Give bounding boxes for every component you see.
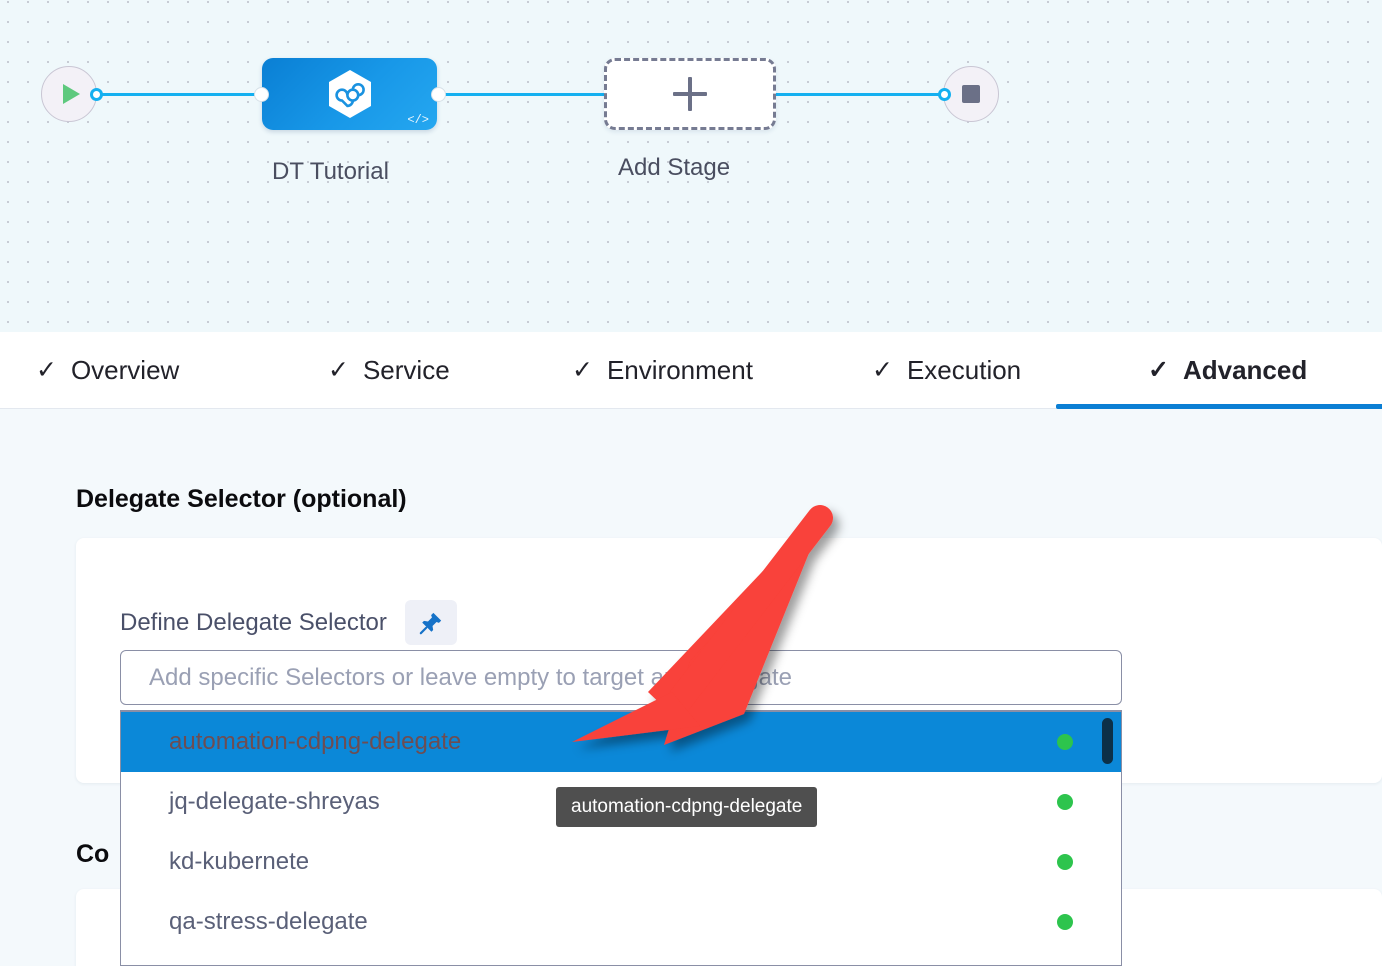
dropdown-scrollbar-thumb[interactable] (1102, 718, 1113, 764)
check-icon: ✓ (36, 356, 57, 384)
dropdown-option-jq-delegate-shreyas[interactable]: jq-delegate-shreyas (121, 772, 1121, 832)
add-stage-node[interactable] (604, 58, 776, 130)
stop-icon (962, 85, 980, 103)
end-port (938, 88, 951, 101)
plus-icon-vertical (688, 77, 692, 111)
tab-environment-label: Environment (606, 355, 753, 385)
delegate-status-dot-connected (1057, 914, 1073, 930)
dropdown-option-label: automation-cdpng-delegate (169, 728, 462, 755)
dropdown-option-automation-cdpng-delegate[interactable]: automation-cdpng-delegate (121, 712, 1121, 772)
dropdown-option-label: jq-delegate-shreyas (169, 788, 380, 815)
define-delegate-selector-label: Define Delegate Selector (120, 608, 387, 636)
delegate-name-tooltip: automation-cdpng-delegate (556, 787, 818, 827)
page-title: Delegate Selector (optional) (76, 485, 407, 513)
pushpin-glyph (419, 612, 442, 634)
stage-tab-bar: ✓ Overview ✓ Service ✓ Environment ✓ Exe… (0, 332, 1382, 409)
dropdown-option-qa-stress-delegate[interactable]: qa-stress-delegate (121, 892, 1121, 952)
tab-overview-label: Overview (70, 355, 180, 385)
dropdown-option-label: kd-kubernete (169, 848, 310, 875)
second-section-title: Co (76, 840, 110, 868)
play-icon (63, 84, 80, 104)
dropdown-option-label: qa-stress-delegate (169, 908, 368, 935)
stage-label-dt-tutorial: DT Tutorial (272, 158, 389, 185)
check-icon: ✓ (572, 356, 593, 384)
stage-input-port (255, 88, 268, 101)
check-icon: ✓ (1148, 356, 1169, 384)
edge-start-to-stage (96, 93, 271, 96)
tab-advanced-label: Advanced (1182, 355, 1308, 385)
start-port (90, 88, 103, 101)
stage-output-port (432, 88, 445, 101)
tab-execution-label: Execution (906, 355, 1022, 385)
delegate-selector-input[interactable] (120, 650, 1122, 705)
pipeline-end-node[interactable] (943, 66, 999, 122)
delegate-status-dot-connected (1057, 794, 1073, 810)
pipeline-canvas[interactable]: </> DT Tutorial Add Stage (0, 0, 1382, 332)
pipeline-start-node[interactable] (41, 66, 97, 122)
delegate-status-dot-connected (1057, 734, 1073, 750)
delegate-options-dropdown[interactable]: automation-cdpng-delegate jq-delegate-sh… (120, 710, 1122, 966)
delegate-status-dot-connected (1057, 854, 1073, 870)
stage-template-badge: </> (407, 113, 429, 127)
tab-advanced[interactable]: ✓ Advanced (1055, 332, 1382, 409)
tab-service[interactable]: ✓ Service (328, 332, 450, 409)
tab-overview[interactable]: ✓ Overview (36, 332, 179, 409)
pushpin-icon[interactable] (404, 600, 457, 645)
tab-execution[interactable]: ✓ Execution (872, 332, 1021, 409)
harness-cd-hexagon-icon (328, 70, 371, 118)
add-stage-label: Add Stage (618, 154, 731, 181)
check-icon: ✓ (872, 356, 893, 384)
define-delegate-selector-row: Define Delegate Selector (120, 600, 457, 645)
check-icon: ✓ (328, 356, 349, 384)
delegate-selector-field: automation-cdpng-delegate jq-delegate-sh… (120, 650, 1122, 966)
tab-service-label: Service (362, 355, 450, 385)
stage-node-dt-tutorial[interactable]: </> (262, 58, 437, 130)
tab-environment[interactable]: ✓ Environment (572, 332, 753, 409)
dropdown-option-kd-kubernete[interactable]: kd-kubernete (121, 832, 1121, 892)
